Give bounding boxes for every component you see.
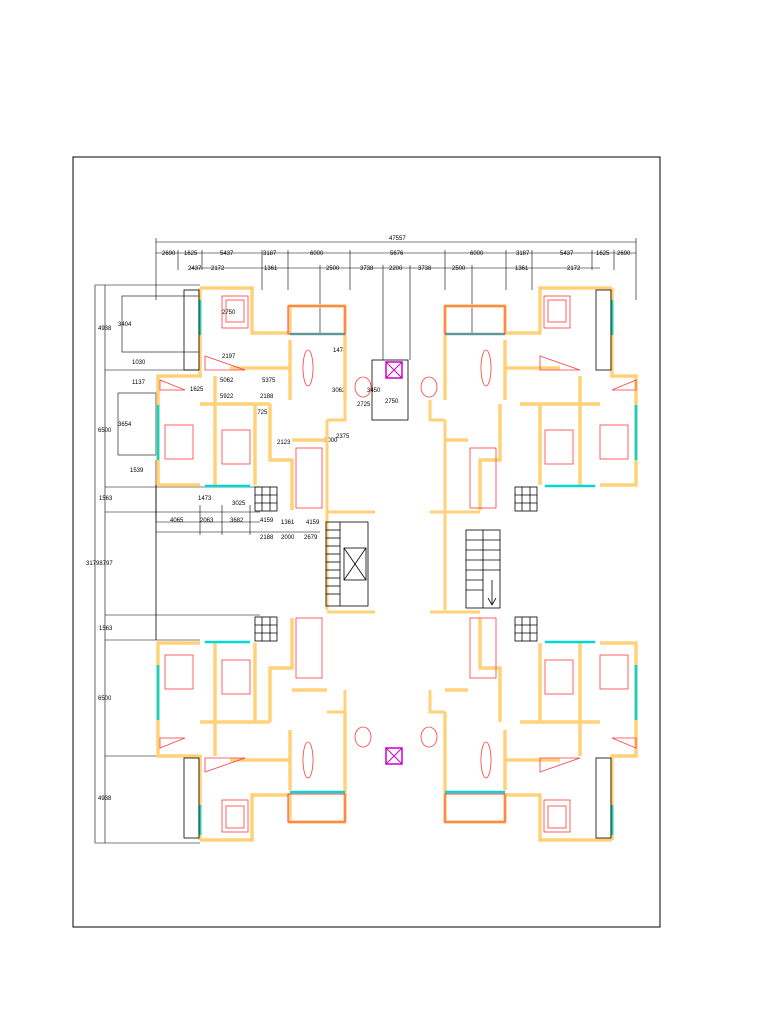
dim-misc-14: 2750 [385, 399, 399, 405]
dim-left-6: 4938 [98, 796, 112, 802]
central-core [325, 400, 480, 714]
dim-inner-3: 1137 [132, 380, 146, 386]
dim-misc-6: 5922 [220, 394, 234, 400]
dim-bottom-2: 2063 [200, 518, 214, 524]
dim-top-6: 5676 [390, 251, 404, 257]
dim-top-5: 6000 [310, 251, 324, 257]
dim-inner-5: 1539 [130, 468, 144, 474]
left-dimension-labels: 4938 6500 1563 31798797 1563 6500 4938 3… [86, 322, 146, 802]
dim-top2-4: 2500 [326, 266, 340, 272]
dim-misc-4: 5062 [220, 378, 234, 384]
furniture [159, 295, 637, 833]
dim-misc-18: 3025 [232, 501, 246, 507]
dim-left-4: 1563 [99, 626, 113, 632]
dim-bottom2-2: 2000 [281, 535, 295, 541]
dim-bottom-5: 1361 [281, 520, 295, 526]
dim-inner-2: 1030 [132, 360, 146, 366]
dim-top-9: 5437 [560, 251, 574, 257]
dim-inner-1: 3404 [118, 322, 132, 328]
dim-misc-3: 1625 [190, 387, 204, 393]
dim-overall-height: 31798797 [86, 561, 113, 567]
dim-misc-1: 2750 [222, 310, 236, 316]
dim-top2-8: 2500 [452, 266, 466, 272]
dim-misc-12: 3450 [367, 388, 381, 394]
dim-misc-5: 5375 [262, 378, 276, 384]
dim-top2-9: 1361 [515, 266, 529, 272]
dim-top-3: 5437 [220, 251, 234, 257]
dim-inner-4: 3654 [118, 422, 132, 428]
flat-bottom-right [443, 618, 638, 842]
dim-misc-17: 1473 [198, 496, 212, 502]
dim-misc-8: 1725 [254, 410, 268, 416]
dim-top2-1: 2437 [188, 266, 202, 272]
dim-top-2: 1625 [184, 251, 198, 257]
dim-top2-2: 2172 [211, 266, 225, 272]
dim-top2-6: 2200 [389, 266, 403, 272]
flat-top-right [443, 286, 638, 510]
dim-overall-width: 47557 [389, 236, 406, 242]
dim-left-1: 4938 [98, 326, 112, 332]
dim-top-4: 3187 [263, 251, 277, 257]
dim-top2-7: 3738 [418, 266, 432, 272]
dim-left-5: 6500 [98, 696, 112, 702]
dim-bottom-6: 4159 [306, 520, 320, 526]
interior-dimension-labels: 2750 2197 1625 5062 5375 5922 2188 1725 … [170, 310, 399, 541]
staircase-left [325, 521, 369, 607]
dim-bottom2-3: 2679 [304, 535, 318, 541]
dim-top-11: 2690 [617, 251, 631, 257]
outer-boundary [155, 289, 612, 839]
flat-top-left [156, 286, 347, 510]
dim-bottom2-1: 2188 [260, 535, 274, 541]
dim-top-10: 1625 [596, 251, 610, 257]
service-shafts [254, 486, 538, 642]
dim-left-2: 6500 [98, 428, 112, 434]
dim-misc-9: 2123 [277, 440, 291, 446]
dim-left-3: 1563 [99, 496, 113, 502]
flat-bottom-left [156, 618, 347, 842]
top-dimension-chain [155, 238, 637, 360]
dim-bottom-4: 4159 [260, 518, 274, 524]
dim-top2-10: 2172 [567, 266, 581, 272]
staircase-right [465, 529, 501, 609]
dim-top-1: 2690 [162, 251, 176, 257]
dim-misc-7: 2188 [260, 394, 274, 400]
dim-top2-3: 1361 [264, 266, 278, 272]
dim-bottom-3: 3682 [230, 518, 244, 524]
dim-misc-11: 3062 [332, 388, 346, 394]
lift-core [371, 359, 409, 765]
dim-misc-16: 2375 [336, 434, 350, 440]
dim-top-7: 6000 [470, 251, 484, 257]
dim-bottom-1: 4065 [170, 518, 184, 524]
top-dimension-labels: 47557 2690 1625 5437 3187 6000 5676 6000… [162, 236, 631, 272]
dim-top2-5: 3738 [360, 266, 374, 272]
balconies [287, 305, 506, 823]
dim-misc-15: 2000 [324, 438, 338, 444]
dim-misc-10: 1474 [333, 348, 347, 354]
dim-misc-2: 2197 [222, 354, 236, 360]
dim-misc-13: 2725 [357, 402, 371, 408]
drawing-frame [72, 156, 661, 928]
dim-top-8: 3187 [516, 251, 530, 257]
